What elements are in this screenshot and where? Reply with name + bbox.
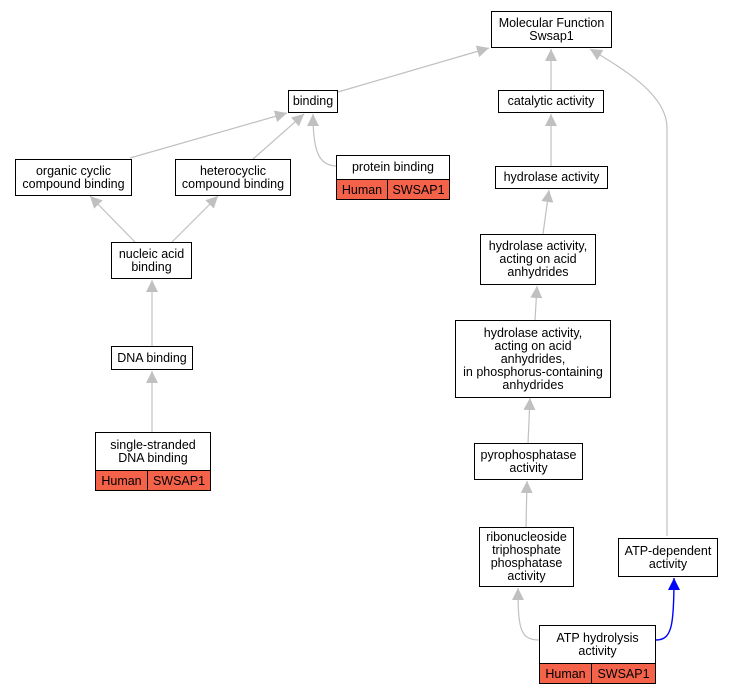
annotation-species: Human xyxy=(337,180,388,199)
node-ssdna-binding[interactable]: single-stranded DNA binding Human SWSAP1 xyxy=(95,432,211,491)
edge-atphyd-to-atpdep xyxy=(655,577,680,641)
edge-heterocyclic-to-binding xyxy=(251,113,305,161)
node-pyrophosphatase-label: pyrophosphatase activity xyxy=(480,447,577,475)
node-atp-hydrolysis-activity[interactable]: ATP hydrolysis activity Human SWSAP1 xyxy=(539,625,656,684)
node-binding[interactable]: binding xyxy=(288,90,338,113)
annotation-species: Human xyxy=(96,471,148,490)
edge-binding-to-mf xyxy=(337,45,490,93)
node-atp-hydrolysis-label: ATP hydrolysis activity xyxy=(556,630,639,658)
node-hydrolase-acid-anhydrides[interactable]: hydrolase activity, acting on acid anhyd… xyxy=(480,234,596,285)
node-organic-cyclic-label: organic cyclic compound binding xyxy=(22,163,125,191)
annotation-gene: SWSAP1 xyxy=(597,666,650,681)
edge-hydroacid-to-hydrolase xyxy=(541,189,554,235)
edge-hydrophos-to-hydroacid xyxy=(530,285,543,321)
node-hydrolase-activity-label: hydrolase activity xyxy=(503,170,600,184)
edge-atphyd-to-ribo xyxy=(512,587,540,641)
node-molecular-function[interactable]: Molecular Function Swsap1 xyxy=(491,11,612,48)
node-nucleic-acid-label: nucleic acid binding xyxy=(118,246,185,274)
edge-nucleic-to-organic xyxy=(89,195,136,243)
node-nucleic-acid-binding[interactable]: nucleic acid binding xyxy=(111,242,192,279)
edge-nucleic-to-heterocyclic xyxy=(171,195,219,243)
annotation-atp-hydrolysis: Human SWSAP1 xyxy=(540,663,655,683)
edge-atpdep-to-mf xyxy=(589,48,668,536)
node-hydrolase-activity[interactable]: hydrolase activity xyxy=(495,166,608,189)
edge-organic-to-binding xyxy=(129,110,288,159)
node-atp-dependent-activity[interactable]: ATP-dependent activity xyxy=(618,538,718,577)
node-dna-binding[interactable]: DNA binding xyxy=(111,346,193,370)
node-pyrophosphatase-activity[interactable]: pyrophosphatase activity xyxy=(474,443,583,480)
node-binding-label: binding xyxy=(292,94,334,108)
node-hydrolase-phosphorus-anhydrides[interactable]: hydrolase activity, acting on acid anhyd… xyxy=(455,320,611,398)
node-protein-binding-label: protein binding xyxy=(351,160,434,174)
node-dna-binding-label: DNA binding xyxy=(117,350,187,365)
node-ribonucleoside-label: ribonucleoside triphosphate phosphatase … xyxy=(486,530,567,583)
node-molecular-function-label: Molecular Function Swsap1 xyxy=(498,15,605,43)
node-hydrolase-phosphorus-label: hydrolase activity, acting on acid anhyd… xyxy=(463,325,603,392)
node-ribonucleoside-triphosphate-phosphatase[interactable]: ribonucleoside triphosphate phosphatase … xyxy=(479,527,574,587)
node-hydrolase-acid-label: hydrolase activity, acting on acid anhyd… xyxy=(488,239,588,279)
edge-ribo-to-pyro xyxy=(520,480,533,528)
node-ssdna-label: single-stranded DNA binding xyxy=(110,437,196,465)
annotation-gene: SWSAP1 xyxy=(392,182,445,197)
node-atp-dependent-label: ATP-dependent activity xyxy=(624,543,712,571)
annotation-gene: SWSAP1 xyxy=(152,473,206,488)
node-protein-binding[interactable]: protein binding Human SWSAP1 xyxy=(336,155,450,200)
annotation-protein-binding: Human SWSAP1 xyxy=(337,179,449,199)
edge-protein-to-binding xyxy=(307,113,338,167)
annotation-ssdna: Human SWSAP1 xyxy=(96,470,210,490)
node-heterocyclic-label: heterocyclic compound binding xyxy=(181,163,285,191)
node-catalytic-activity[interactable]: catalytic activity xyxy=(498,90,604,113)
node-heterocyclic-compound-binding[interactable]: heterocyclic compound binding xyxy=(175,159,291,196)
edge-pyro-to-hydrophos xyxy=(523,397,536,444)
node-catalytic-activity-label: catalytic activity xyxy=(507,94,595,108)
node-organic-cyclic-compound-binding[interactable]: organic cyclic compound binding xyxy=(15,159,132,196)
annotation-species: Human xyxy=(540,664,592,683)
